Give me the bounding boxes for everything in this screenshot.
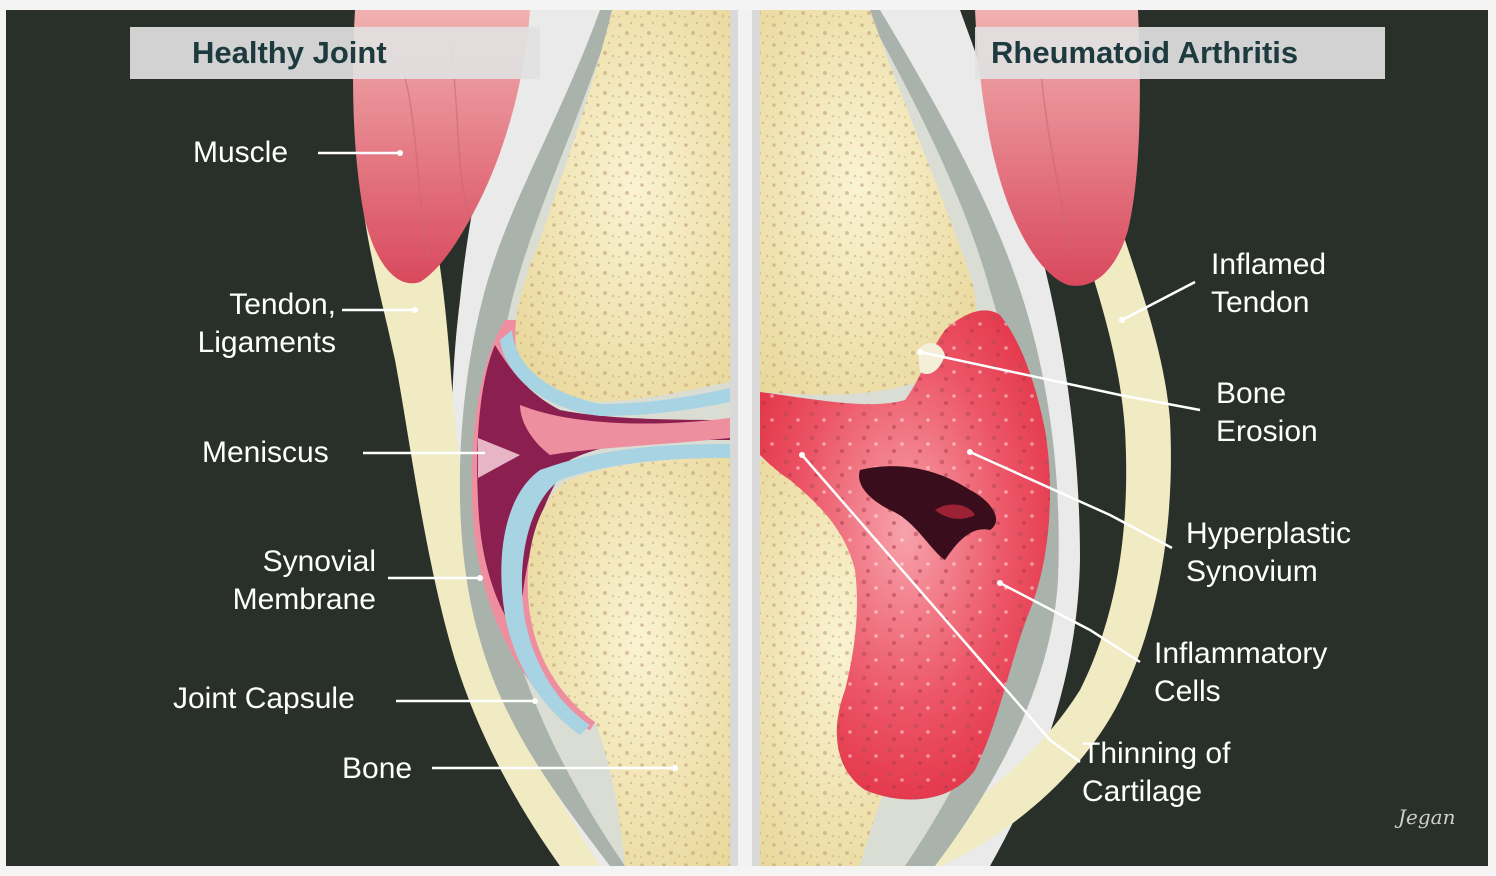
label-meniscus: Meniscus [202, 434, 329, 472]
label-inflamed-tendon: Inflamed Tendon [1211, 246, 1326, 322]
title-rheumatoid-arthritis: Rheumatoid Arthritis [975, 27, 1385, 79]
title-ra-text: Rheumatoid Arthritis [991, 35, 1298, 70]
label-joint-capsule: Joint Capsule [173, 680, 355, 718]
label-muscle: Muscle [193, 134, 288, 172]
label-hyperplastic-synovium: Hyperplastic Synovium [1186, 515, 1351, 591]
title-healthy-text: Healthy Joint [192, 35, 387, 70]
title-healthy-joint: Healthy Joint [130, 27, 540, 79]
artist-signature: Jegan [1398, 805, 1455, 829]
label-bone-erosion: Bone Erosion [1216, 375, 1318, 451]
label-bone: Bone [342, 750, 412, 788]
label-tendon-ligaments: Tendon, Ligaments [170, 286, 336, 362]
label-inflammatory-cells: Inflammatory Cells [1154, 635, 1327, 711]
label-synovial-membrane: Synovial Membrane [200, 543, 376, 619]
label-thinning-of-cartilage: Thinning of Cartilage [1082, 735, 1230, 811]
